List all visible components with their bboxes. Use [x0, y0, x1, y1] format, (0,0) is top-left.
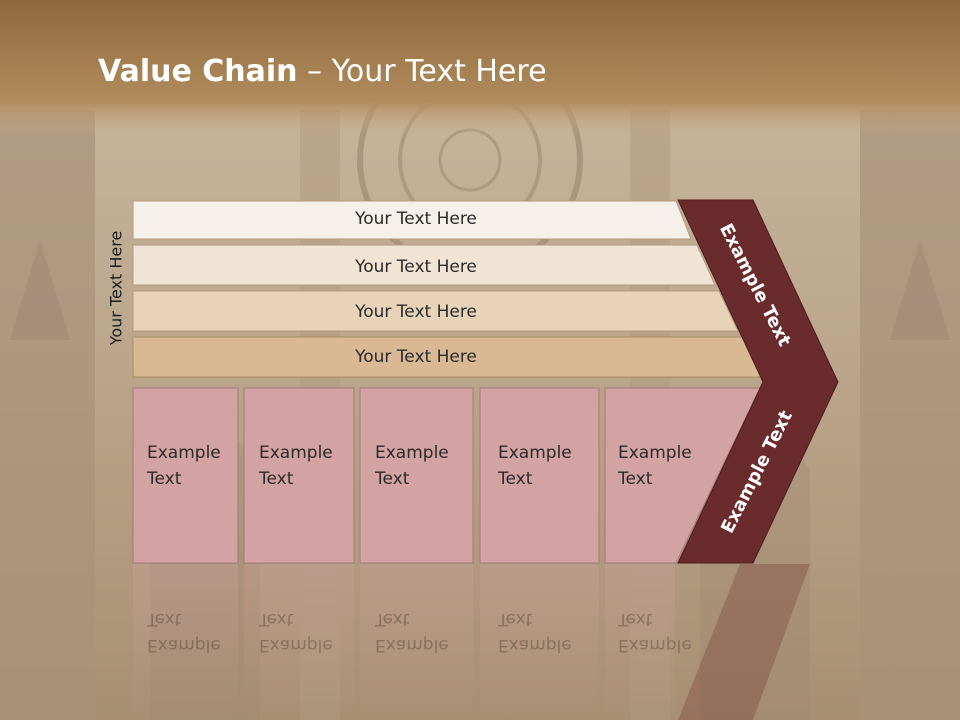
box-5-line2: Text [618, 469, 653, 489]
bar-1-label: Your Text Here [355, 209, 477, 229]
box-1 [132, 387, 239, 564]
bar-3-label: Your Text Here [355, 302, 477, 322]
box-4 [479, 387, 600, 564]
bar-1 [132, 200, 692, 240]
box-1-line1: Example [147, 443, 221, 463]
box-5-line1: Example [618, 443, 692, 463]
bar-4-label: Your Text Here [355, 347, 477, 367]
bar-3 [132, 290, 739, 332]
box-3-line2: Text [375, 469, 410, 489]
box-4-line1: Example [498, 443, 572, 463]
page-title: Value Chain – Your Text Here [98, 54, 547, 89]
box-2-line2: Text [259, 469, 294, 489]
title-rest: – Your Text Here [297, 54, 547, 89]
bar-2 [132, 244, 716, 286]
box-3 [359, 387, 474, 564]
box-3-line1: Example [375, 443, 449, 463]
bar-2-label: Your Text Here [355, 257, 477, 277]
box-1-line2: Text [147, 469, 182, 489]
title-bold: Value Chain [98, 54, 298, 89]
box-2-line1: Example [259, 443, 333, 463]
header-band [0, 0, 960, 135]
side-label: Your Text Here [106, 230, 126, 346]
box-2 [243, 387, 355, 564]
box-4-line2: Text [498, 469, 533, 489]
box-5 [604, 387, 761, 564]
chevron-arrow [677, 199, 839, 564]
